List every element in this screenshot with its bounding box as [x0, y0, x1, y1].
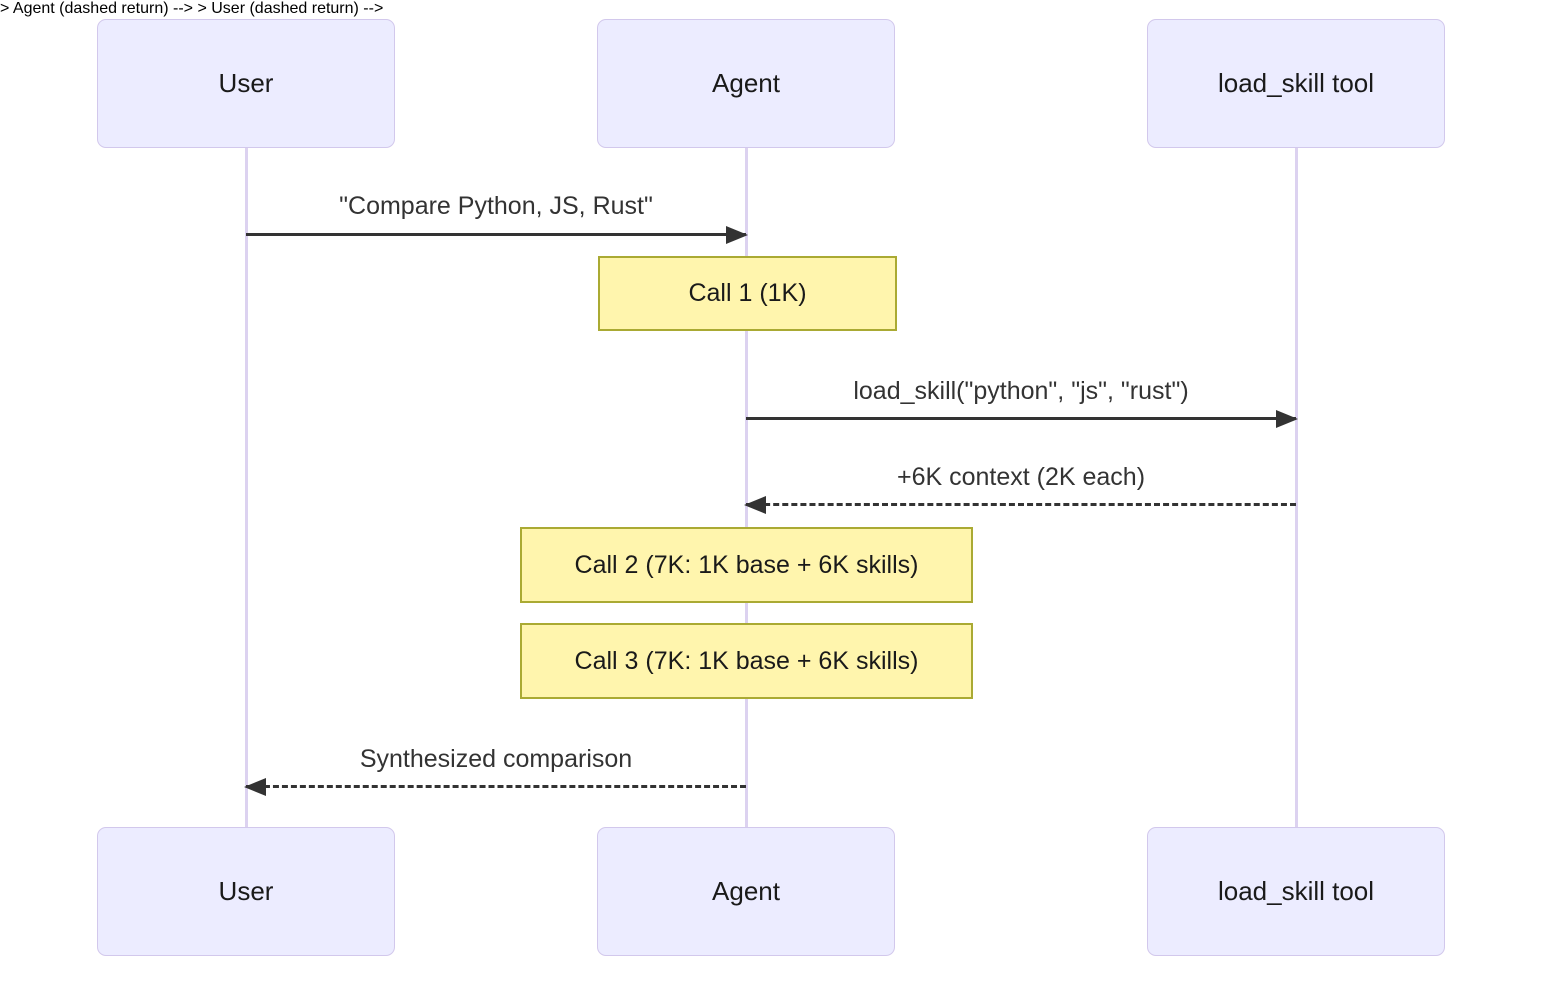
message-arrow-load-skill — [746, 409, 1298, 428]
actor-label: Agent — [712, 68, 780, 98]
message-label-compare: "Compare Python, JS, Rust" — [339, 192, 653, 220]
message-label-load-skill: load_skill("python", "js", "rust") — [853, 377, 1189, 405]
note-call-2: Call 2 (7K: 1K base + 6K skills) — [520, 527, 973, 603]
actor-label: load_skill tool — [1217, 68, 1375, 98]
message-arrow-compare — [246, 225, 748, 244]
message-label-synthesized: Synthesized comparison — [359, 745, 633, 773]
actor-label: load_skill tool — [1217, 876, 1375, 906]
arrowhead-left-icon — [744, 495, 766, 514]
message-arrow-context — [744, 495, 1296, 514]
actor-box-load-skill-tool-bottom: load_skill tool — [1147, 827, 1445, 956]
arrowhead-left-icon — [244, 777, 266, 796]
note-call-1: Call 1 (1K) — [598, 256, 897, 331]
note-label: Call 2 (7K: 1K base + 6K skills) — [574, 550, 919, 579]
actor-box-load-skill-tool-top: load_skill tool — [1147, 19, 1445, 148]
lifeline-user — [244, 148, 248, 827]
actor-label: User — [218, 876, 274, 906]
message-label-context: +6K context (2K each) — [896, 463, 1146, 491]
note-label: Call 3 (7K: 1K base + 6K skills) — [574, 646, 919, 675]
message-arrow-synthesized — [244, 777, 746, 796]
arrowhead-right-icon — [1276, 409, 1298, 428]
actor-box-agent-bottom: Agent — [597, 827, 895, 956]
actor-label: User — [218, 68, 274, 98]
arrowhead-right-icon — [726, 225, 748, 244]
lifeline-agent — [744, 148, 748, 827]
actor-box-agent-top: Agent — [597, 19, 895, 148]
note-call-3: Call 3 (7K: 1K base + 6K skills) — [520, 623, 973, 699]
actor-label: Agent — [712, 876, 780, 906]
actor-box-user-bottom: User — [97, 827, 395, 956]
actor-box-user-top: User — [97, 19, 395, 148]
note-label: Call 1 (1K) — [688, 279, 807, 307]
lifeline-load-skill-tool — [1294, 148, 1298, 827]
